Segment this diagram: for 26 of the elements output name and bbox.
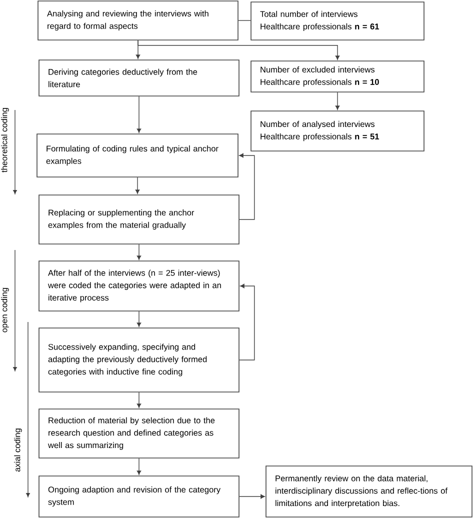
phase-label: axial coding — [14, 428, 22, 472]
process-box: Deriving categories deductively from the literature — [38, 60, 240, 96]
arrow — [239, 153, 255, 220]
arrow — [335, 92, 340, 110]
process-box: Total number of interviews Healthcare professionals n = 61 — [250, 2, 424, 40]
arrow — [136, 311, 142, 327]
arrow — [136, 458, 142, 475]
arrow — [136, 96, 142, 133]
process-box: After half of the interviews (n = 25 inter-views) were coded the categories were adapted in an iterative process — [38, 260, 240, 312]
process-box: Successively expanding, specifying and adapting the previously deductively formed categories with inductive fine coding — [38, 328, 240, 392]
arrow — [135, 177, 140, 194]
arrow — [239, 284, 255, 360]
phase-label: theoretical coding — [0, 106, 10, 174]
process-box: Reduction of material by selection due to the research question and defined categories as well as summarizing — [38, 408, 240, 458]
process-box: Permanently review on the data material, interdisciplinary discussions and reflec-tions of limitations and interpretation bias. — [266, 466, 472, 518]
arrow — [138, 40, 340, 60]
process-box: Replacing or supplementing the anchor examples from the material gradually — [38, 194, 240, 244]
process-box: Number of excluded interviews Healthcare professionals n = 10 — [250, 60, 424, 92]
process-box: Formulating of coding rules and typical anchor examples — [36, 134, 238, 178]
process-box: Analysing and reviewing the interviews with regard to formal aspects — [38, 0, 238, 40]
arrow — [239, 494, 265, 499]
phase-label: open coding — [0, 286, 10, 334]
arrow — [136, 244, 142, 260]
process-box: Number of analysed interviews Healthcare professionals n = 51 — [250, 110, 424, 152]
arrow — [136, 392, 142, 408]
process-box: Ongoing adaption and revision of the category system — [38, 476, 240, 518]
